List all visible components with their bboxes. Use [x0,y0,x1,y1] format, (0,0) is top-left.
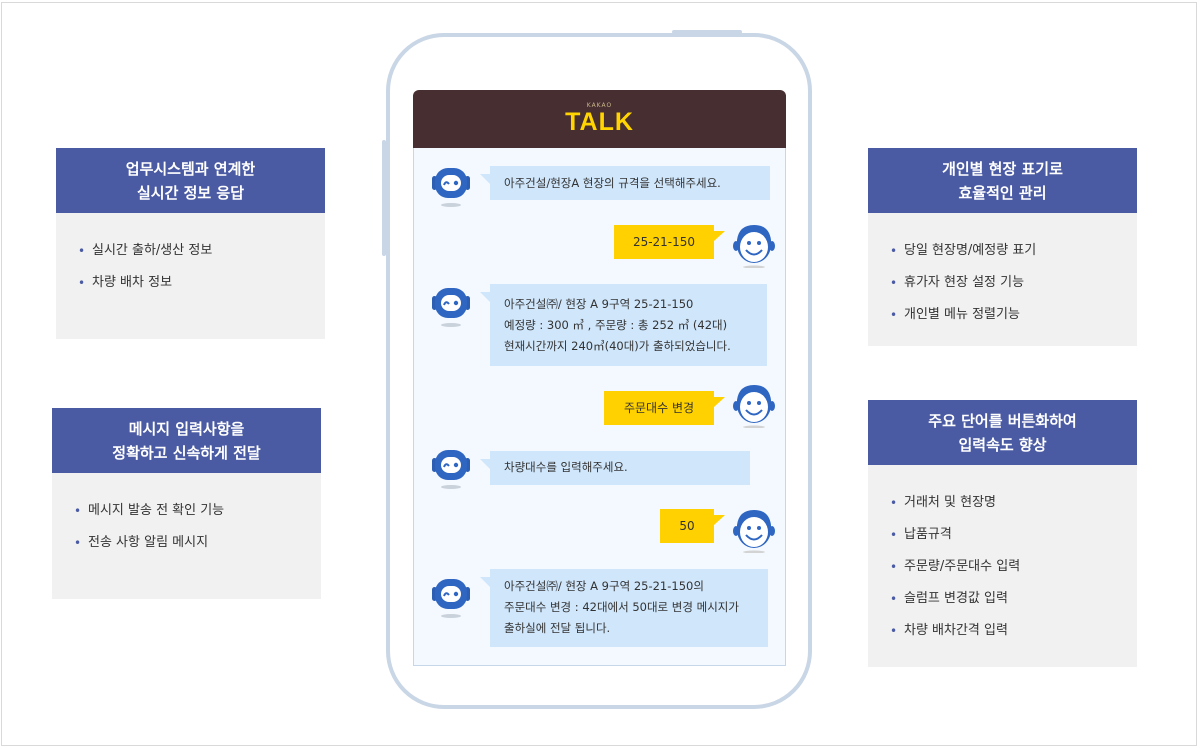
message-line: 예정량 : 300 ㎥ , 주문량 : 총 252 ㎥ (42대) [504,318,728,332]
feature-card-buttons: 주요 단어를 버튼화하여 입력속도 향상 거래처 및 현장명 납품규격 주문량/… [868,400,1137,667]
kakao-small-logo: KAKAO [586,102,613,109]
phone-top-button [672,30,742,34]
smiley-face-icon [733,385,775,428]
feature-list-item: 거래처 및 현장명 [890,487,1137,519]
feature-list-item: 휴가자 현장 설정 기능 [890,267,1137,299]
feature-list-item: 전송 사항 알림 메시지 [74,527,321,559]
bot-message-bubble: 아주건설/현장A 현장의 규격을 선택해주세요. [480,166,770,200]
feature-card-title: 업무시스템과 연계한 실시간 정보 응답 [56,148,325,213]
message-line: 아주건설/현장A 현장의 규격을 선택해주세요. [504,176,721,190]
feature-list: 메시지 발송 전 확인 기능 전송 사항 알림 메시지 [52,473,321,559]
feature-list-item: 주문량/주문대수 입력 [890,551,1137,583]
feature-card-title: 개인별 현장 표기로 효율적인 관리 [868,148,1137,213]
user-message-bubble: 25-21-150 [614,225,725,259]
bot-message-bubble: 아주건설㈜/ 현장 A 9구역 25-21-150의 주문대수 변경 : 42대… [480,569,768,647]
phone-side-button [382,140,386,256]
smiley-face-icon [733,510,775,553]
bot-message-bubble: 차량대수를 입력해주세요. [480,451,750,485]
message-line: 차량대수를 입력해주세요. [504,460,628,474]
feature-list-item: 납품규격 [890,519,1137,551]
feature-list-item: 차량 배차간격 입력 [890,615,1137,647]
robot-icon [432,288,470,327]
feature-list-item: 차량 배차 정보 [78,267,325,299]
feature-list-item: 당일 현장명/예정량 표기 [890,235,1137,267]
kakaotalk-header: KAKAO TALK [413,90,786,148]
feature-card-title: 메시지 입력사항을 정확하고 신속하게 전달 [52,408,321,473]
message-line: 아주건설㈜/ 현장 A 9구역 25-21-150 [504,297,694,311]
feature-card-message: 메시지 입력사항을 정확하고 신속하게 전달 메시지 발송 전 확인 기능 전송… [52,408,321,599]
talk-logo: TALK [565,108,634,136]
feature-card-realtime: 업무시스템과 연계한 실시간 정보 응답 실시간 출하/생산 정보 차량 배차 … [56,148,325,339]
feature-list: 거래처 및 현장명 납품규격 주문량/주문대수 입력 슬럼프 변경값 입력 차량… [868,465,1137,647]
user-message-bubble: 주문대수 변경 [604,391,725,425]
robot-icon [432,168,470,207]
feature-card-title: 주요 단어를 버튼화하여 입력속도 향상 [868,400,1137,465]
bot-message-bubble: 아주건설㈜/ 현장 A 9구역 25-21-150 예정량 : 300 ㎥ , … [480,284,767,366]
feature-card-site: 개인별 현장 표기로 효율적인 관리 당일 현장명/예정량 표기 휴가자 현장 … [868,148,1137,346]
user-message-bubble: 50 [660,509,725,543]
message-line: 주문대수 변경 : 42대에서 50대로 변경 메시지가 [504,600,739,614]
message-line: 아주건설㈜/ 현장 A 9구역 25-21-150의 [504,579,704,593]
smiley-face-icon [733,225,775,268]
robot-icon [432,579,470,618]
feature-list-item: 슬럼프 변경값 입력 [890,583,1137,615]
feature-list-item: 메시지 발송 전 확인 기능 [74,495,321,527]
feature-list-item: 실시간 출하/생산 정보 [78,235,325,267]
feature-list-item: 개인별 메뉴 정렬기능 [890,299,1137,331]
robot-icon [432,450,470,489]
feature-list: 당일 현장명/예정량 표기 휴가자 현장 설정 기능 개인별 메뉴 정렬기능 [868,213,1137,331]
message-line: 출하실에 전달 됩니다. [504,621,611,635]
message-line: 현재시간까지 240㎥(40대)가 출하되었습니다. [504,339,731,353]
feature-list: 실시간 출하/생산 정보 차량 배차 정보 [56,213,325,299]
